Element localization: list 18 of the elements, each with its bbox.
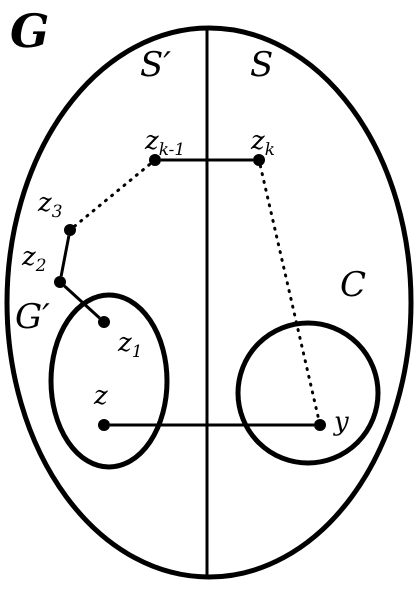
vertex-label: z$_{3}$ <box>38 190 62 220</box>
vertex-label: z$_{2}$ <box>22 244 46 274</box>
vertex-label: z$_{1}$ <box>118 330 142 360</box>
edge-line <box>60 236 70 276</box>
vertex-label: z <box>94 383 108 409</box>
edge-line <box>161 158 253 162</box>
set-label: C <box>340 268 366 302</box>
set-label: G <box>10 8 50 54</box>
vertex-label: z$_{k}$ <box>251 128 275 158</box>
set-label: G′ <box>15 300 50 334</box>
side-label: S′ <box>140 48 172 82</box>
side-label: S <box>250 48 274 82</box>
dotted-edge <box>258 164 320 421</box>
vertex-label: y <box>334 409 349 435</box>
dotted-edge <box>73 162 152 228</box>
edge-line <box>63 284 101 320</box>
edge-line <box>110 424 314 426</box>
vertex-label: z$_{k-1}$ <box>145 128 186 158</box>
